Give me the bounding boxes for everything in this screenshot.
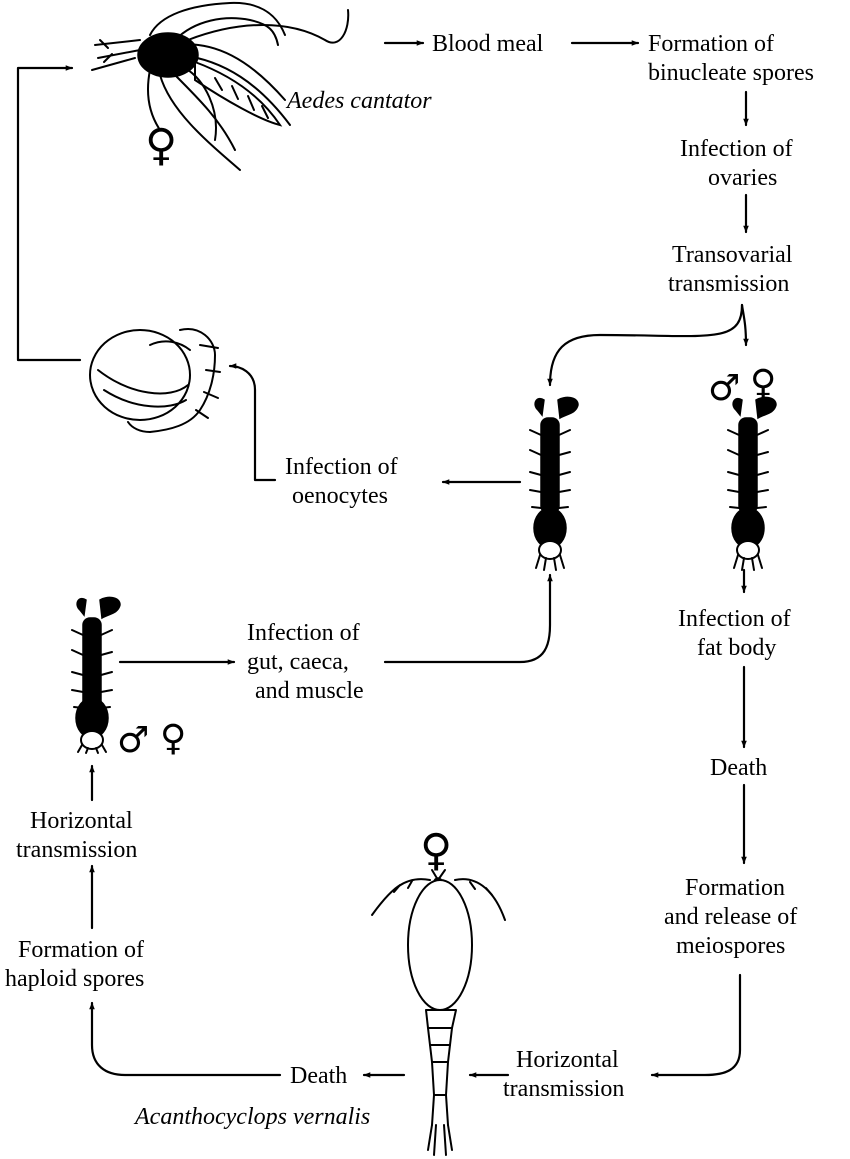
node-gut-line3: and muscle xyxy=(255,678,364,704)
label-mosquito-species: Aedes cantator xyxy=(285,88,432,114)
node-haploid-spores-line1: Formation of xyxy=(18,937,144,963)
node-meiospores-line1: Formation xyxy=(685,875,785,901)
node-fat-body-line2: fat body xyxy=(697,635,776,661)
male-symbol-larva-left: ♂ xyxy=(117,720,149,761)
mosquito-illustration xyxy=(92,3,348,170)
node-meiospores-line2: and release of xyxy=(664,904,797,930)
copepod-illustration xyxy=(372,870,505,1155)
node-fat-body-line1: Infection of xyxy=(678,606,791,632)
larva-illustration-center xyxy=(530,397,578,570)
node-binucleate-spores-line1: Formation of xyxy=(648,31,774,57)
node-infection-ovaries-line2: ovaries xyxy=(708,165,777,191)
node-gut-line2: gut, caeca, xyxy=(247,649,349,675)
arrow-oenocytes-to-pupa xyxy=(230,366,275,480)
node-oenocytes-line1: Infection of xyxy=(285,454,398,480)
node-blood-meal: Blood meal xyxy=(432,31,544,57)
node-death-bottom: Death xyxy=(290,1063,347,1089)
larva-illustration-left xyxy=(72,597,120,753)
arrow-transovarial-to-larva-right xyxy=(742,305,746,345)
female-symbol-larva-left: ♀ xyxy=(160,718,186,759)
node-meiospores-line3: meiospores xyxy=(676,933,785,959)
node-horizontal-left-line2: transmission xyxy=(16,837,137,863)
node-oenocytes-line2: oenocytes xyxy=(292,483,388,509)
node-infection-ovaries-line1: Infection of xyxy=(680,136,793,162)
arrow-pupa-to-mosquito xyxy=(18,68,80,360)
node-haploid-spores-line2: haploid spores xyxy=(5,966,144,992)
female-symbol-copepod: ♀ xyxy=(420,825,452,876)
label-copepod-species: Acanthocyclops vernalis xyxy=(133,1104,370,1130)
arrows xyxy=(18,43,746,1075)
node-transovarial-line1: Transovarial xyxy=(672,242,793,268)
node-transovarial-line2: transmission xyxy=(668,271,789,297)
arrow-meiospores-to-horizontal xyxy=(652,975,740,1075)
node-horizontal-bottom-line2: transmission xyxy=(503,1076,624,1102)
node-horizontal-bottom-line1: Horizontal xyxy=(516,1047,619,1073)
pupa-illustration xyxy=(90,329,220,432)
larva-illustration-right xyxy=(728,397,776,570)
male-symbol-larva-right: ♂ xyxy=(708,368,740,409)
female-symbol-larva-right: ♀ xyxy=(750,363,776,404)
node-death-right: Death xyxy=(710,755,767,781)
node-binucleate-spores-line2: binucleate spores xyxy=(648,60,814,86)
node-gut-line1: Infection of xyxy=(247,620,360,646)
female-symbol-mosquito: ♀ xyxy=(145,120,177,171)
node-horizontal-left-line1: Horizontal xyxy=(30,808,133,834)
arrow-death-to-haploid xyxy=(92,1003,280,1075)
arrow-gut-to-larva-center xyxy=(385,575,550,662)
